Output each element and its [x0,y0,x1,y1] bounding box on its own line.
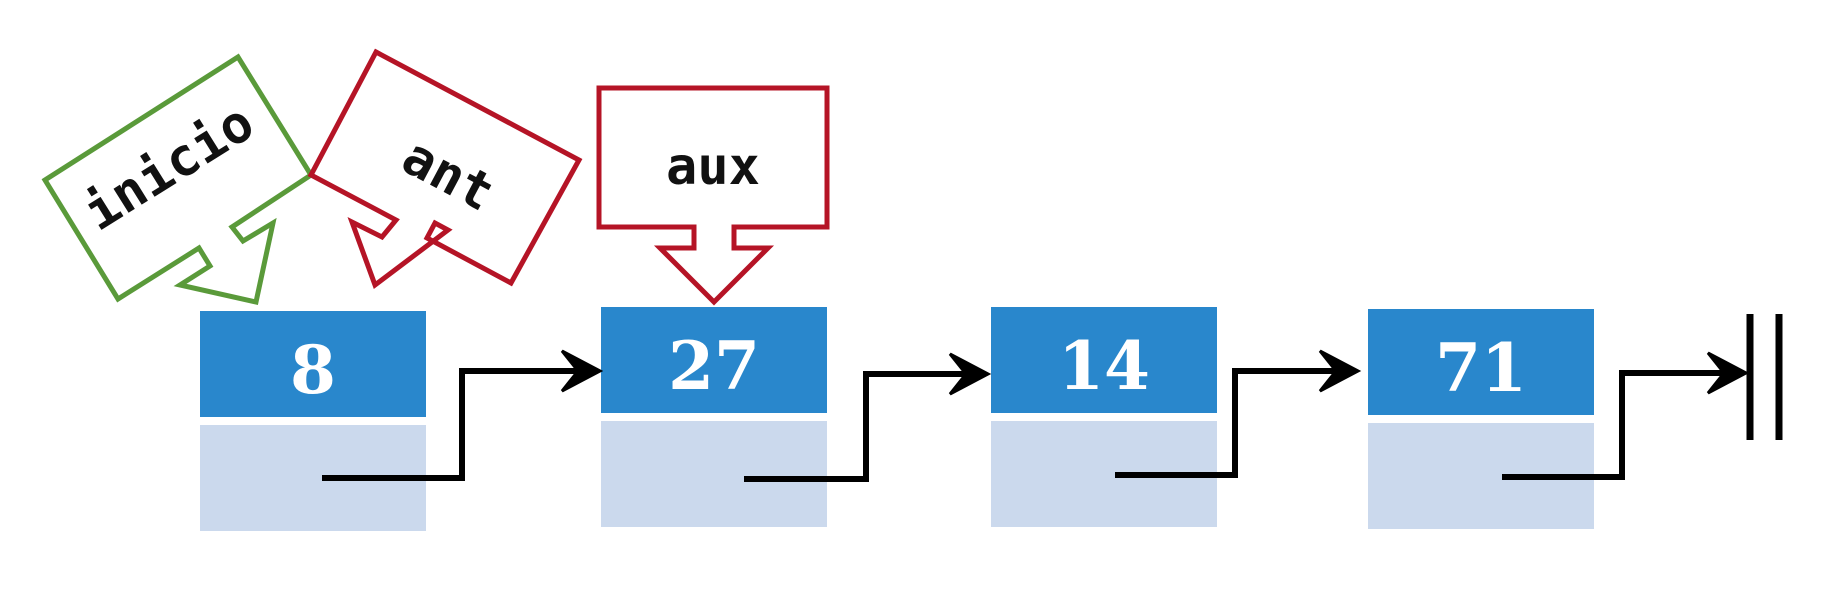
pointer-ant-callout [307,48,583,290]
pointer-aux-label: aux [666,137,760,197]
next-arrow-2-head [948,352,992,396]
next-arrow-1-head [560,349,604,393]
null-terminator-icon [1746,314,1783,440]
list-node-4: 71 [1368,309,1594,529]
next-arrow-4-line [1502,370,1740,480]
pointer-inicio: inicio [41,53,315,305]
pointer-ant: ant [307,48,583,290]
node-1-value-cell [200,311,426,417]
next-arrow-4-head [1706,351,1750,395]
next-arrow-1-line [322,368,594,481]
pointer-aux-callout [596,85,830,306]
node-2-pointer-cell [601,421,827,527]
pointer-aux: aux [596,85,830,306]
next-arrow-4 [1502,351,1750,480]
node-2-value: 27 [668,327,760,405]
pointer-inicio-callout [41,53,315,305]
node-3-value-cell [991,307,1217,413]
next-arrow-1 [322,349,604,481]
next-arrow-3 [1115,349,1362,478]
next-arrow-2-line [744,371,982,482]
list-node-1: 8 [200,311,426,531]
node-2-value-cell [601,307,827,413]
list-node-2: 27 [601,307,827,527]
list-node-3: 14 [991,307,1217,527]
node-3-value: 14 [1058,327,1150,405]
node-4-value: 71 [1435,329,1527,407]
node-1-value: 8 [290,331,336,409]
next-arrow-3-head [1318,349,1362,393]
node-4-value-cell [1368,309,1594,415]
next-arrow-3-line [1115,368,1352,478]
next-arrow-2 [744,352,992,482]
